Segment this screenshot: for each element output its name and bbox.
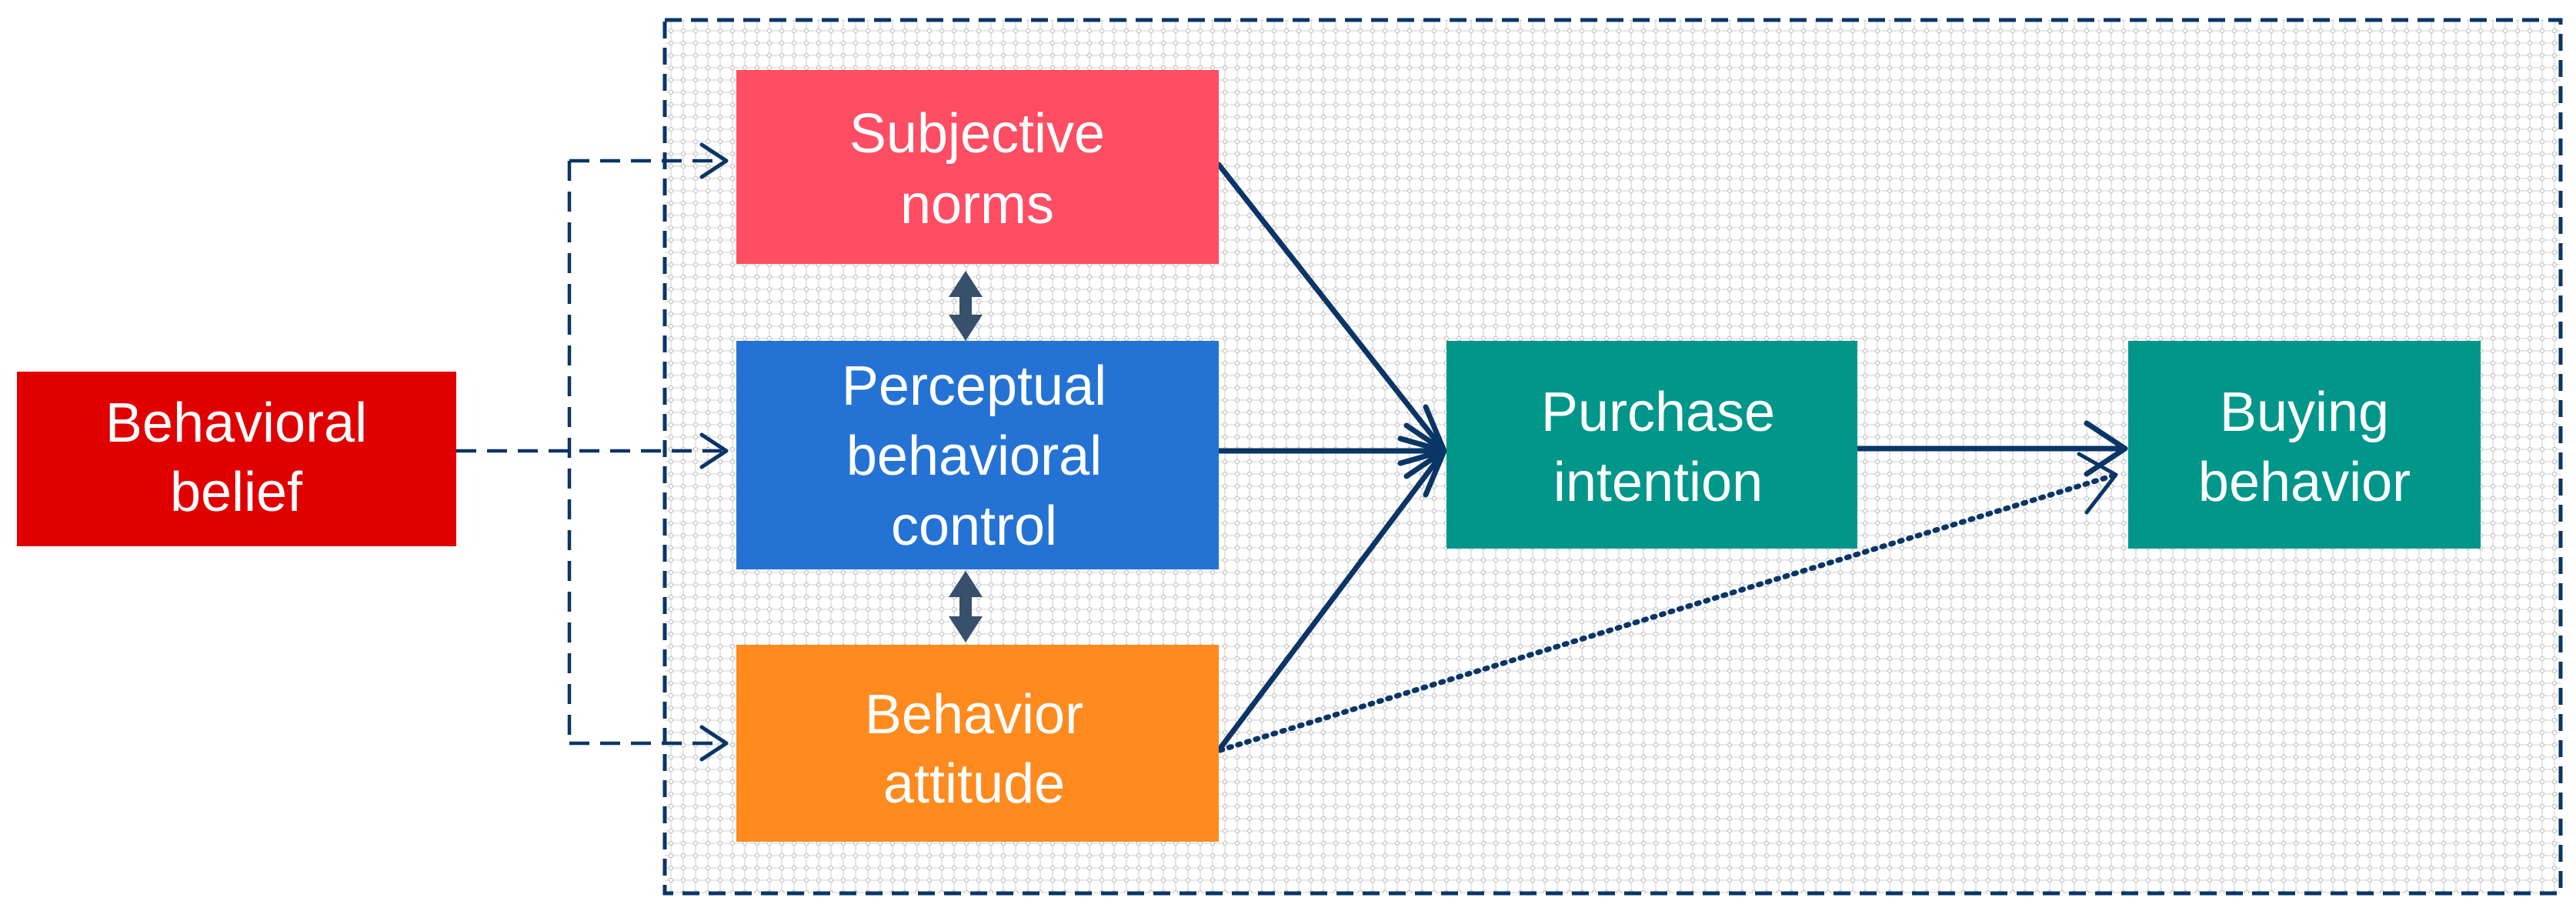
belief-arrowheads <box>699 142 729 762</box>
node-label-line: Perceptual <box>842 355 1106 417</box>
node-label-line: norms <box>900 174 1054 235</box>
node-box <box>736 70 1219 264</box>
node-label-line: attitude <box>883 753 1065 815</box>
node-label-line: Subjective <box>849 103 1105 165</box>
node-label-line: Behavioral <box>105 392 367 454</box>
dotted-arrow <box>1217 452 2119 753</box>
double-arrow-control-attitude <box>949 571 983 642</box>
node-label-line: belief <box>170 462 303 523</box>
node-label-line: Buying <box>2220 382 2389 443</box>
node-box <box>2128 341 2481 549</box>
node-box <box>736 341 1219 569</box>
node-label-line: control <box>891 496 1057 557</box>
node-behavioral-belief: Behavioral belief <box>17 372 456 546</box>
node-perceptual-behavioral-control: Perceptual behavioral control <box>736 341 1219 569</box>
node-buying-behavior: Buying behavior <box>2128 341 2481 549</box>
node-label-line: behavior <box>2198 452 2411 513</box>
node-subjective-norms: Subjective norms <box>736 70 1219 264</box>
node-purchase-intention: Purchase intention <box>1446 341 1857 549</box>
node-behavior-attitude: Behavior attitude <box>736 645 1219 842</box>
node-label-line: behavioral <box>846 425 1102 487</box>
node-box <box>736 645 1219 842</box>
node-box <box>17 372 456 546</box>
node-label-line: intention <box>1553 452 1763 513</box>
node-label-line: Purchase <box>1541 382 1775 443</box>
belief-connectors <box>456 159 722 746</box>
node-box <box>1446 341 1857 549</box>
node-label-line: Behavior <box>865 684 1083 746</box>
double-arrow-norms-control <box>949 271 983 341</box>
